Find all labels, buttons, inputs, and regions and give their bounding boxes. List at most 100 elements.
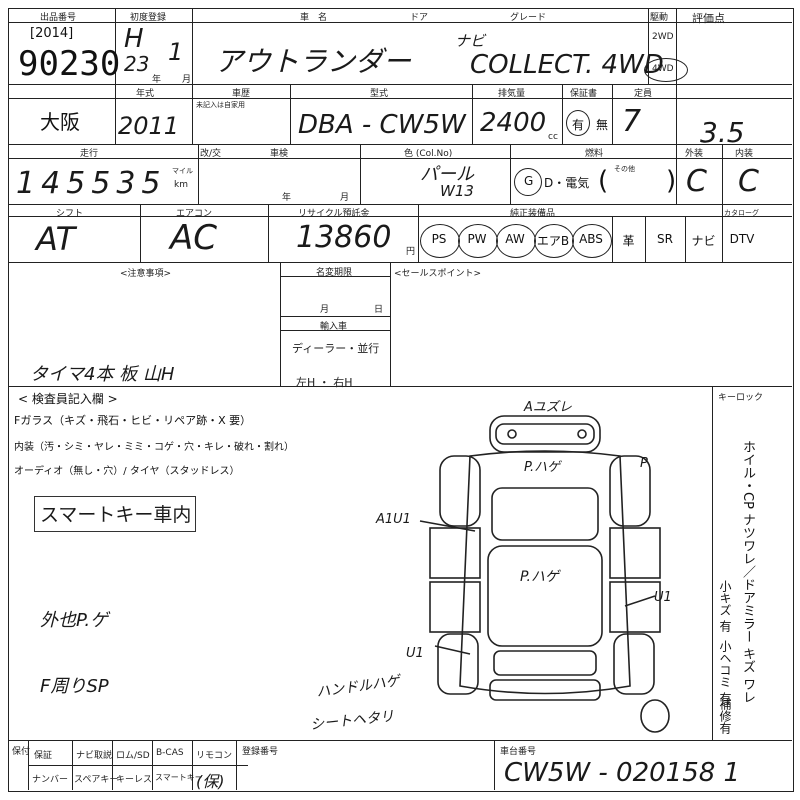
option-leather: 革 [622, 234, 635, 248]
col-divider [676, 8, 677, 84]
lot-number: 90230 [18, 44, 121, 84]
inspection-month: 月 [340, 193, 350, 203]
year-unit: 年 [152, 75, 162, 85]
grade-label: グレード [510, 13, 547, 23]
color-code: W13 [440, 182, 474, 200]
col-divider [722, 204, 723, 262]
inspection-label: 車検 [270, 149, 289, 159]
car-diagram [419, 415, 670, 733]
reg-year: 23 [124, 52, 150, 76]
mileage: 145535 [16, 166, 167, 201]
door-label: ドア [410, 13, 429, 23]
rear-glass [493, 650, 597, 676]
recycle: 13860 [296, 220, 392, 255]
col-divider [115, 8, 116, 144]
month-unit: 月 [182, 75, 192, 85]
car-name: アウトランダー [215, 45, 412, 78]
diag-a-label: Aユズレ [524, 400, 572, 415]
warranty-yes-circle [566, 110, 590, 136]
row-divider [8, 204, 792, 205]
option-navi: ナビ [691, 234, 716, 248]
mileage-unit-km: km [174, 180, 188, 190]
label-underline [8, 216, 792, 217]
chassis-label: 車台番号 [500, 747, 537, 757]
row-divider [8, 262, 792, 263]
key-label: キーロック [718, 393, 764, 403]
name-change-label: 名変期限 [316, 268, 353, 278]
note-2: F周りSP [40, 676, 109, 697]
import-label: 輸入車 [320, 322, 348, 332]
col-divider [712, 386, 713, 740]
col-divider [192, 8, 193, 84]
col-divider [192, 84, 193, 144]
history-note: 未記入は自家用 [196, 101, 245, 109]
footer-item-3: ロム/SD [116, 751, 150, 761]
col-divider [140, 204, 141, 262]
equipment-label: 純正装備品 [510, 209, 556, 219]
displacement: 2400 [480, 108, 547, 138]
card-label: カタローグ [724, 209, 759, 217]
exterior: C [686, 164, 707, 199]
rear-bumper [489, 679, 601, 701]
col-divider [290, 84, 291, 144]
front-right-fender [609, 455, 651, 527]
fuel-other: その他 [614, 165, 635, 173]
diag-u1-right: U1 [654, 590, 672, 605]
car-body [459, 450, 631, 695]
inner-divider [280, 276, 390, 277]
nc-day: 日 [374, 305, 384, 315]
option-abs-circle [572, 224, 612, 258]
grade: COLLECT. 4WD [470, 50, 664, 80]
option-sr: SR [657, 232, 673, 246]
col-divider [268, 204, 269, 262]
capacity-label: 定員 [634, 89, 653, 99]
col-divider [360, 144, 361, 204]
front-bumper [489, 415, 601, 453]
fuel-d: D・電気 [544, 176, 590, 190]
grade-nav: ナビ [455, 32, 486, 50]
interior-label: 内装 [735, 149, 754, 159]
cc-unit: cc [548, 132, 558, 142]
col-divider [612, 216, 613, 262]
spare-tire [640, 699, 670, 733]
option-dtv: DTV [729, 232, 755, 246]
rear-left-fender [437, 633, 479, 695]
col-divider [676, 144, 677, 204]
diag-a1u1: A1U1 [376, 512, 411, 527]
inspector-line3: オーディオ（無し・穴）/ タイヤ（スタッドレス） [14, 466, 240, 477]
col-divider [645, 216, 646, 262]
footer-item-2: ナビ取説 [76, 751, 113, 761]
option-ps-circle [420, 224, 460, 258]
mileage-label: 走行 [80, 149, 99, 159]
col-divider [472, 84, 473, 144]
nc-month: 月 [320, 305, 330, 315]
inspector-line1: Fガラス（キズ・飛石・ヒビ・リペア跡・X 要） [14, 414, 252, 427]
col-divider [612, 84, 613, 144]
caution-label: <注意事項> [120, 269, 172, 279]
model-year-label: 年式 [136, 89, 155, 99]
inner-divider [280, 330, 390, 331]
drive-2wd: 2WD [652, 32, 674, 42]
shift: AT [36, 220, 76, 258]
model-label: 型式 [370, 89, 389, 99]
col-divider [722, 144, 723, 204]
option-airbag-circle [534, 224, 574, 258]
legend-text: ホイル・CP ナツワレ／ドアミラー キズ ワレ [740, 440, 755, 704]
row-divider [8, 144, 792, 145]
small-scratch: 小キズ 有 [718, 580, 732, 632]
inspector-line2: 内装（汚・シミ・ヤレ・ミミ・コゲ・穴・キレ・破れ・割れ） [14, 442, 294, 453]
color-label: 色 (Col.No) [404, 149, 453, 159]
inspection-year: 年 [282, 193, 292, 203]
rear-right-fender [613, 633, 655, 695]
warranty-label: 保証書 [570, 89, 598, 99]
col-divider [112, 740, 113, 790]
footer-item-6: ナンバー [32, 775, 69, 785]
score: 3.5 [700, 116, 745, 149]
label-underline [8, 158, 792, 159]
car-name-label: 車 名 [300, 13, 328, 23]
vehicle-history-label: 車歴 [232, 89, 251, 99]
model-code: DBA - CW5W [298, 110, 466, 140]
footer-item-4: B-CAS [156, 748, 184, 758]
sales-point-label: <セールスポイント> [394, 269, 482, 279]
dealer-label: ディーラー・並行 [292, 342, 380, 355]
